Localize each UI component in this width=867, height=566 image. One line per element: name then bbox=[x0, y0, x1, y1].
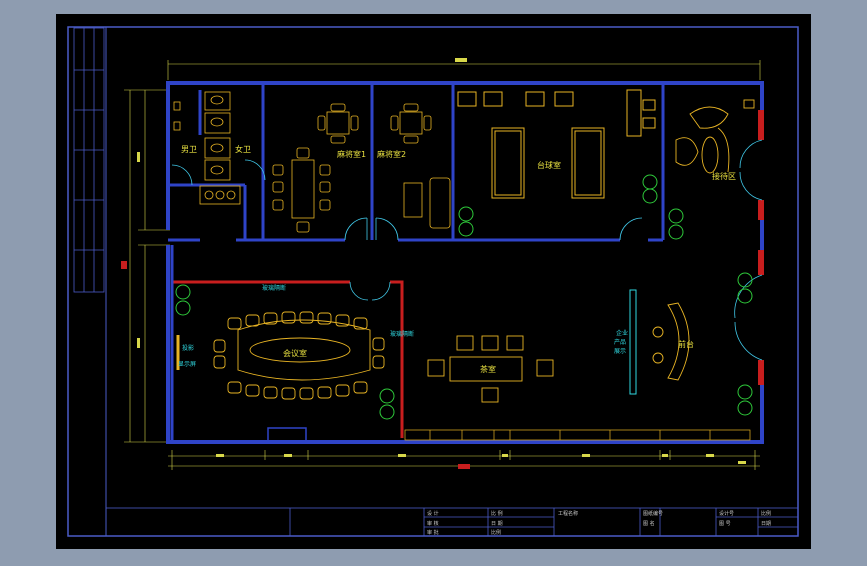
window-strips bbox=[758, 110, 764, 385]
binding-margin-grid bbox=[73, 27, 105, 293]
label-mahjong-2: 麻将室2 bbox=[377, 149, 406, 159]
label-glass-partition-top: 玻璃隔断 bbox=[262, 284, 286, 292]
label-men-wc: 男卫 bbox=[181, 145, 197, 154]
mahjong-room-1-furniture bbox=[272, 103, 359, 233]
tb-approve: 审 批 bbox=[427, 529, 439, 536]
restroom-fixtures bbox=[173, 91, 241, 205]
label-display-2: 产品 bbox=[614, 338, 626, 346]
label-display-3: 展示 bbox=[614, 348, 626, 355]
label-women-wc: 女卫 bbox=[235, 144, 251, 154]
dimension-total-marker-bottom bbox=[458, 464, 470, 469]
label-front-desk: 前台 bbox=[678, 339, 694, 349]
tb-drawing-no: 图纸编号 bbox=[643, 510, 663, 517]
label-glass-partition-side: 玻璃隔断 bbox=[390, 330, 414, 338]
dimension-lines bbox=[124, 60, 761, 470]
tb-date2: 日期 bbox=[761, 521, 771, 527]
plants bbox=[175, 174, 753, 420]
bottom-cabinets bbox=[404, 429, 751, 441]
front-desk-furniture bbox=[652, 302, 690, 381]
tb-scale: 比 例 bbox=[491, 510, 503, 517]
title-block-text: 设 计 比 例 工程名称 图纸编号 设计号 比例 审 核 日 期 图 名 图 号… bbox=[427, 510, 771, 536]
title-block bbox=[105, 507, 799, 537]
meeting-cabinet bbox=[267, 427, 307, 443]
doors bbox=[171, 139, 763, 361]
label-meeting-table: 会议室 bbox=[283, 348, 307, 358]
mahjong-room-2-furniture bbox=[390, 103, 451, 229]
label-mahjong-1: 麻将室1 bbox=[337, 149, 366, 159]
label-projector-2: 显示屏 bbox=[178, 361, 196, 368]
billiards-furniture bbox=[457, 89, 656, 199]
tb-drawing-name: 图 名 bbox=[643, 520, 655, 527]
tb-project: 工程名称 bbox=[558, 510, 578, 517]
tb-design-no: 设计号 bbox=[719, 510, 734, 517]
tea-room-furniture bbox=[427, 335, 554, 403]
label-tea-room: 茶室 bbox=[480, 364, 496, 374]
tb-date: 日 期 bbox=[491, 521, 503, 527]
label-display-1: 企业 bbox=[616, 329, 628, 337]
tb-drawing-num: 图 号 bbox=[719, 521, 731, 527]
meeting-room-furniture bbox=[213, 311, 385, 400]
label-reception-area: 接待区 bbox=[712, 171, 736, 181]
interior-walls bbox=[168, 83, 665, 242]
dimension-ticks bbox=[137, 58, 746, 464]
glass-partitions bbox=[172, 280, 404, 438]
label-billiards: 台球室 bbox=[537, 160, 561, 170]
tb-ratio: 比例 bbox=[761, 510, 771, 517]
dimension-total-marker-left bbox=[121, 261, 127, 269]
label-projector-1: 投影 bbox=[182, 344, 194, 352]
tb-ratio2: 比例 bbox=[491, 529, 501, 536]
product-display-wall bbox=[629, 289, 637, 395]
reception-area-furniture bbox=[675, 99, 755, 174]
tb-review: 审 核 bbox=[427, 520, 439, 527]
tb-design: 设 计 bbox=[427, 510, 439, 517]
